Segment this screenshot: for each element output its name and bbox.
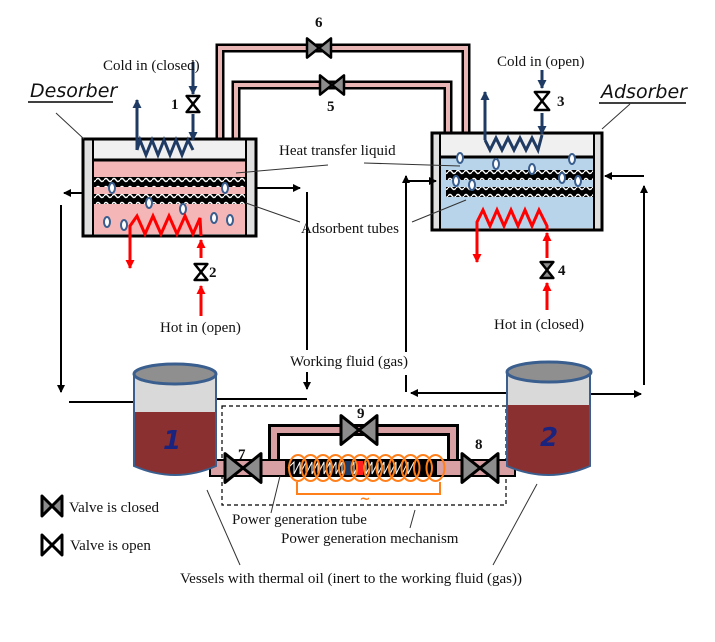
valve-2: 2 [193, 262, 217, 282]
coil-loop [325, 454, 346, 482]
adsorbent-tube [446, 187, 594, 197]
desorber-cold-coil [132, 62, 198, 160]
coil-loop [313, 454, 333, 482]
valve-2-label: 2 [209, 265, 217, 281]
legend-closed-label: Valve is closed [69, 500, 159, 516]
working-fluid-label: Working fluid (gas) [290, 354, 408, 370]
adsorber-hot-coil [472, 206, 552, 310]
valve-5: 5 [318, 74, 346, 115]
coil-loop [375, 454, 396, 482]
valve-open-icon [40, 533, 64, 557]
vessel-1-number: 1 [163, 426, 181, 456]
coil-loop [400, 454, 421, 482]
coil-loop [388, 454, 408, 482]
working-fluid-lines [57, 172, 648, 406]
valve-8-label: 8 [475, 437, 483, 453]
coil-loop [338, 454, 358, 482]
valve-9-label: 9 [357, 406, 365, 422]
cold-in-closed-label: Cold in (closed) [103, 58, 200, 74]
power-generation-tube-label: Power generation tube [232, 512, 367, 528]
valve-6: 6 [305, 15, 333, 59]
hot-in-closed-label: Hot in (closed) [494, 317, 584, 333]
legend-open-label: Valve is open [70, 538, 151, 554]
valve-4: 4 [539, 260, 566, 280]
valve-3-label: 3 [557, 94, 565, 110]
coil-loop [425, 454, 446, 482]
hot-in-open-label: Hot in (open) [160, 320, 241, 336]
power-generation-mechanism-label: Power generation mechanism [281, 531, 459, 547]
valve-3: 3 [533, 90, 565, 112]
coil-loop [350, 454, 371, 482]
adsorber-title: Adsorber [599, 81, 688, 103]
valve-1-label: 1 [171, 97, 179, 113]
valve-closed-icon [40, 494, 64, 518]
coil-lead [296, 482, 441, 495]
valve-7: 7 [223, 447, 263, 484]
adsorber-cold-coil [480, 70, 547, 155]
cold-in-open-label: Cold in (open) [497, 54, 585, 70]
vessel-2-number: 2 [540, 423, 558, 453]
adsorbent-tube [93, 194, 246, 204]
adsorbent-tubes-label: Adsorbent tubes [301, 221, 399, 237]
valve-4-label: 4 [558, 263, 566, 279]
ac-symbol: ~ [360, 492, 371, 507]
coil-loop [288, 454, 308, 482]
desorber-bubbles [103, 182, 234, 231]
pipe-6 [215, 43, 471, 218]
legend-item-closed: Valve is closed [40, 494, 159, 518]
power-generation-tube [209, 459, 516, 477]
vessels-caption: Vessels with thermal oil (inert to the w… [180, 571, 522, 587]
adsorber-tank [430, 131, 604, 232]
vessel-1: 1 [132, 362, 218, 476]
valve-1: 1 [171, 94, 201, 114]
adsorber-bubbles [452, 152, 582, 191]
valve-8: 8 [460, 437, 500, 484]
legend-item-open: Valve is open [40, 533, 151, 557]
valve-9: 9 [339, 406, 379, 446]
induction-coil [288, 454, 446, 482]
coil-loop [300, 454, 321, 482]
adsorbent-tube [93, 177, 246, 187]
coil-loop [363, 454, 383, 482]
valve-5-label: 5 [327, 99, 335, 115]
vessel-2: 2 [505, 360, 593, 476]
legend: Valve is closed Valve is open [40, 494, 159, 557]
power-generation-mechanism-box [221, 405, 507, 506]
leader-lines [55, 103, 631, 566]
desorber-hot-coil [125, 212, 206, 316]
desorber-title: Desorber [30, 80, 118, 102]
heat-transfer-liquid-label: Heat transfer liquid [279, 143, 396, 159]
adsorbent-tube [446, 170, 594, 180]
coil-loop [413, 454, 433, 482]
valve-6-label: 6 [315, 15, 323, 31]
valve-7-label: 7 [238, 447, 246, 463]
